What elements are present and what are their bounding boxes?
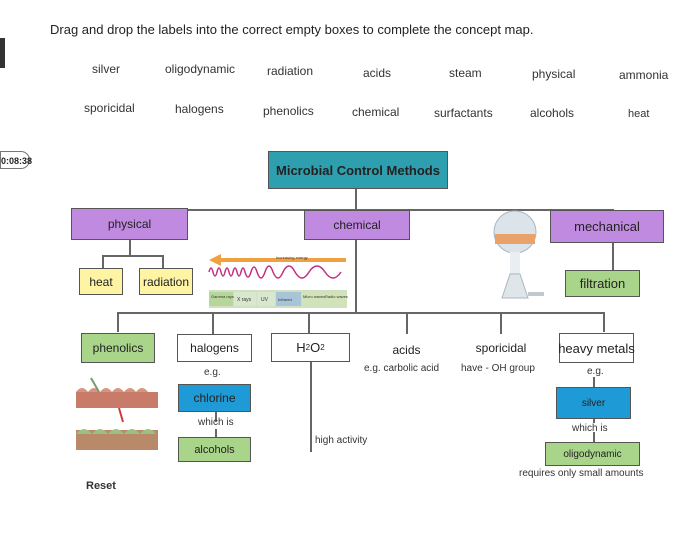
instruction-text: Drag and drop the labels into the correc… [50,22,533,37]
concept-physical[interactable]: physical [71,208,188,240]
connector [117,312,119,332]
concept-radiation[interactable]: radiation [139,268,193,295]
h2o2-h: H [296,340,305,355]
drag-label-physical[interactable]: physical [532,67,575,81]
connector [406,312,408,334]
concept-phenolics[interactable]: phenolics [81,333,155,363]
high-activity-note: high activity [315,435,367,446]
sporicidal-note: have - OH group [461,363,535,374]
which-is-note-2: which is [572,423,608,434]
spectrum-arrow-label: Increasing energy [276,255,308,260]
drag-label-steam[interactable]: steam [449,66,482,80]
connector [102,255,104,268]
drop-box-oligodynamic[interactable]: oligodynamic [545,442,640,466]
connector [355,189,357,209]
concept-mechanical[interactable]: mechanical [550,210,664,243]
spectrum-band-uv: UV [261,297,269,303]
spectrum-band-xray: X rays [237,297,252,303]
connector [129,239,131,255]
phenolics-cell-image [71,374,171,464]
filtration-flask-image [488,206,546,306]
acids-example-note: e.g. carbolic acid [364,363,439,374]
drop-box-alcohols[interactable]: alcohols [178,437,251,462]
which-is-note-1: which is [198,417,234,428]
eg-note-heavy-metals: e.g. [587,366,604,377]
drop-box-acids[interactable]: acids [365,334,448,362]
concept-root: Microbial Control Methods [268,151,448,189]
drop-box-halogens[interactable]: halogens [177,334,252,362]
drag-label-phenolics[interactable]: phenolics [263,104,314,118]
drag-label-chemical[interactable]: chemical [352,105,399,119]
requires-note: requires only small amounts [519,468,644,479]
spectrum-band-radio: Radio waves [325,294,348,299]
drag-label-halogens[interactable]: halogens [175,102,224,116]
drag-label-surfactants[interactable]: surfactants [434,106,493,120]
drag-label-oligodynamic[interactable]: oligodynamic [165,62,235,76]
connector [310,362,312,452]
connector [212,312,214,334]
connector [117,312,604,314]
concept-heavy-metals[interactable]: heavy metals [559,333,634,363]
eg-note-halogens: e.g. [204,367,221,378]
timer-badge: 0:08:38 [0,151,30,169]
connector [500,312,502,334]
connector [593,377,595,387]
em-spectrum-image: Increasing energy Gamma rays X rays UV I… [206,250,352,312]
concept-chemical[interactable]: chemical [304,210,410,240]
concept-filtration[interactable]: filtration [565,270,640,297]
drag-label-ammonia[interactable]: ammonia [619,68,668,82]
connector [102,255,163,257]
connector [355,238,357,312]
connector [215,429,217,437]
drag-label-heat[interactable]: heat [628,108,649,120]
h2o2-sub2: 2 [320,343,324,352]
spectrum-band-infrared: Infrared [278,297,292,302]
drop-box-sporicidal[interactable]: sporicidal [460,334,542,362]
connector [603,312,605,332]
drag-label-silver[interactable]: silver [92,62,120,76]
connector [162,255,164,268]
drag-label-sporicidal[interactable]: sporicidal [84,101,135,115]
drag-label-alcohols[interactable]: alcohols [530,106,574,120]
drag-label-acids[interactable]: acids [363,66,391,80]
window-edge-bar [0,38,5,68]
reset-button[interactable]: Reset [86,480,116,492]
concept-heat[interactable]: heat [79,268,123,295]
spectrum-band-gamma: Gamma rays [211,294,234,299]
spectrum-band-microwave: Micro waves [303,294,325,299]
connector [308,312,310,333]
h2o2-o: O [310,340,320,355]
drag-label-radiation[interactable]: radiation [267,64,313,78]
drop-box-silver[interactable]: silver [556,387,631,419]
connector [612,243,614,270]
drop-box-chlorine[interactable]: chlorine [178,384,251,412]
